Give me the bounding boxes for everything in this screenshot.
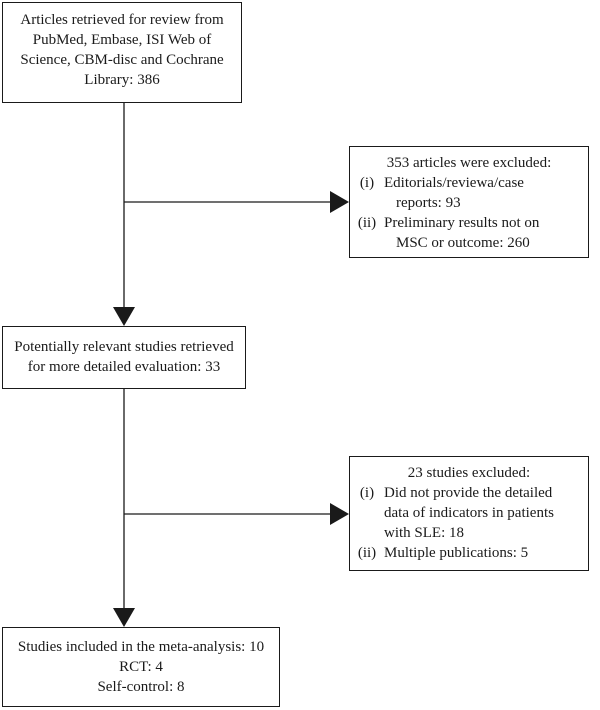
exclusion-1-item-1-num: (i): [359, 175, 375, 191]
exclusion-2-item-1-line-3: with SLE: 18: [384, 525, 465, 541]
retrieved-box: Articles retrieved for review from PubMe…: [2, 2, 242, 103]
relevant-line-2: for more detailed evaluation: 33: [27, 359, 221, 375]
exclusion-1-item-1: (i) Editorials/reviewa/case reports: 93: [350, 173, 588, 213]
retrieved-line-3: Science, CBM-disc and Cochrane: [20, 52, 224, 68]
exclusion-2-item-1-line-2: data of indicators in patients: [384, 505, 554, 521]
arrow-down-1: [113, 307, 135, 326]
retrieved-line-1: Articles retrieved for review from: [20, 12, 224, 28]
exclusion-1-item-1-line-1: Editorials/reviewa/case: [384, 175, 524, 191]
included-line-3: Self-control: 8: [97, 679, 185, 695]
exclusion-2-item-2-line-1: Multiple publications: 5: [384, 545, 529, 561]
exclusion-box-2: 23 studies excluded: (i) Did not provide…: [349, 456, 589, 571]
exclusion-2-item-2-num: (ii): [357, 545, 377, 561]
exclusion-2-item-1-line-1: Did not provide the detailed: [384, 485, 553, 501]
exclusion-box-1: 353 articles were excluded: (i) Editoria…: [349, 146, 589, 258]
exclusion-1-item-2-num: (ii): [357, 215, 377, 231]
retrieved-line-4: Library: 386: [84, 72, 160, 88]
exclusion-1-item-2-line-1: Preliminary results not on: [384, 215, 540, 231]
exclusion-1-item-2: (ii) Preliminary results not on MSC or o…: [350, 213, 588, 253]
arrow-right-2: [330, 503, 349, 525]
arrow-down-2: [113, 608, 135, 627]
exclusion-1-item-1-line-2: reports: 93: [396, 195, 461, 211]
included-line-2: RCT: 4: [119, 659, 163, 675]
exclusion-2-item-1-num: (i): [359, 485, 375, 501]
exclusion-2-title: 23 studies excluded:: [407, 465, 531, 481]
exclusion-2-item-2: (ii) Multiple publications: 5: [350, 543, 588, 563]
retrieved-line-2: PubMed, Embase, ISI Web of: [32, 32, 212, 48]
exclusion-2-item-1: (i) Did not provide the detailed data of…: [350, 483, 588, 543]
relevant-box: Potentially relevant studies retrieved f…: [2, 326, 246, 389]
arrow-right-1: [330, 191, 349, 213]
included-line-1: Studies included in the meta-analysis: 1…: [17, 639, 265, 655]
exclusion-1-title: 353 articles were excluded:: [386, 155, 552, 171]
relevant-line-1: Potentially relevant studies retrieved: [14, 339, 234, 355]
exclusion-1-item-2-line-2: MSC or outcome: 260: [396, 235, 530, 251]
included-box: Studies included in the meta-analysis: 1…: [2, 627, 280, 707]
